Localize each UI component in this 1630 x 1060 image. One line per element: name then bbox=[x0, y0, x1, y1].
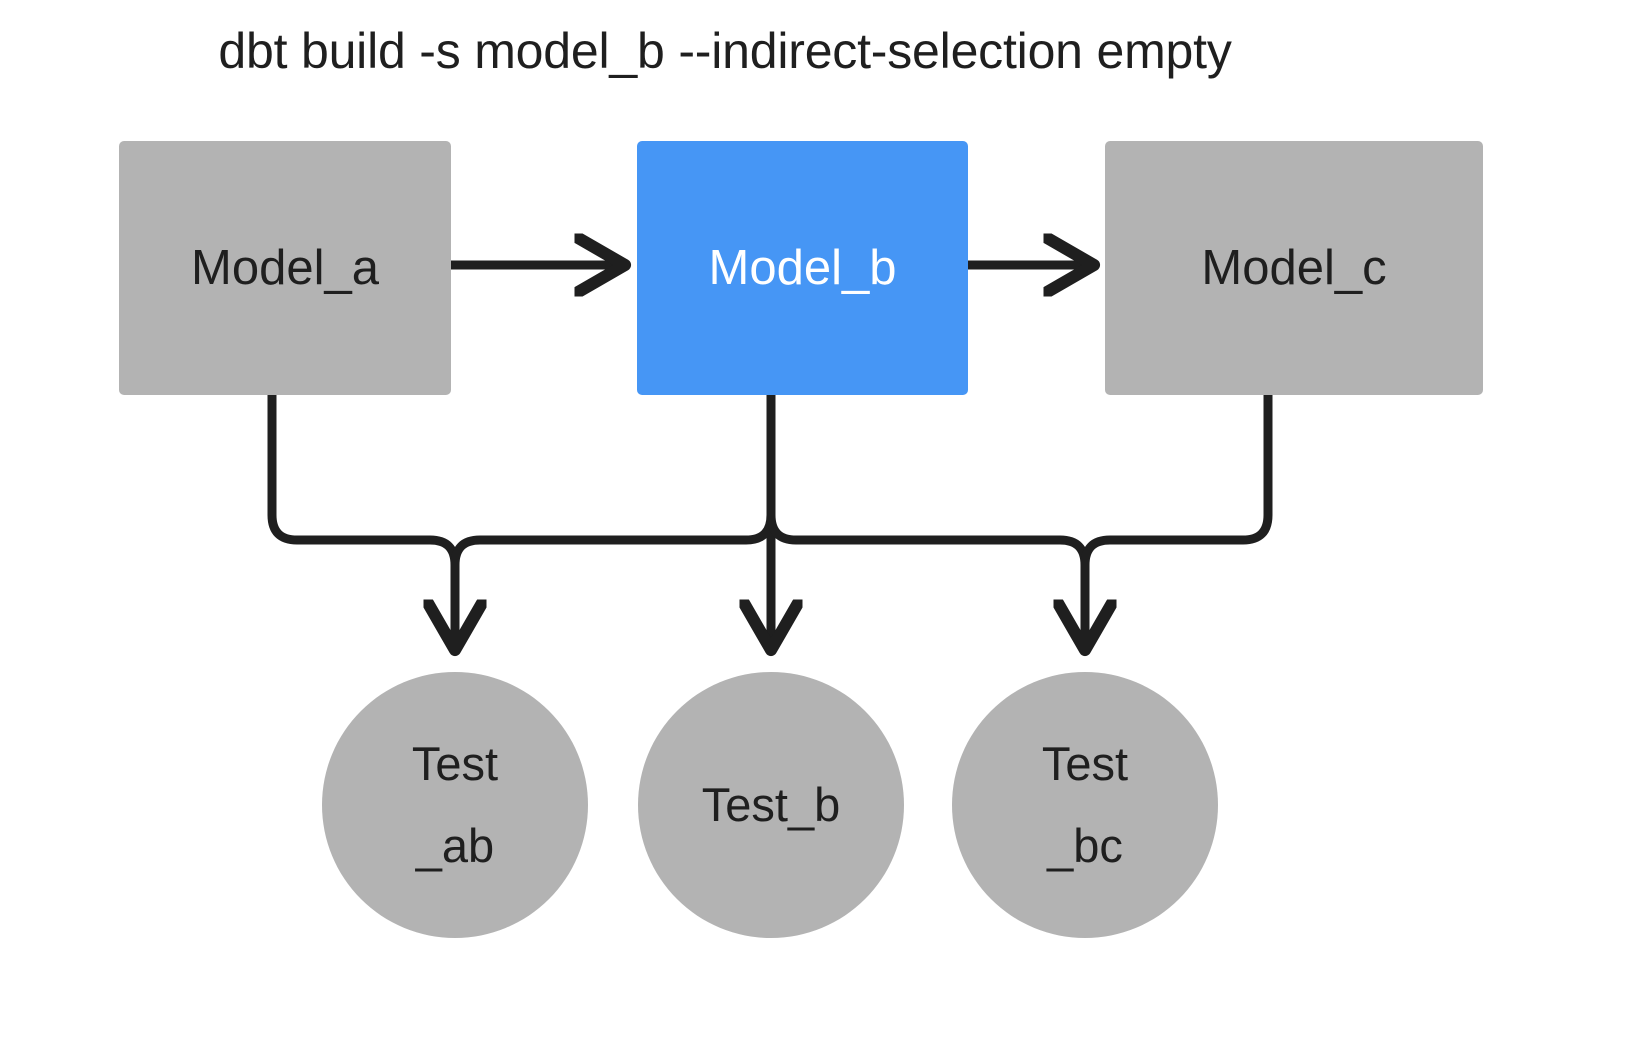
diagram-title: dbt build -s model_b --indirect-selectio… bbox=[218, 23, 1232, 79]
node-test-b[interactable]: Test_b bbox=[638, 672, 904, 938]
node-test-ab[interactable]: Test _ab bbox=[322, 672, 588, 938]
node-test-b-label-line1: Test_b bbox=[701, 777, 841, 831]
node-model-c[interactable]: Model_c bbox=[1105, 141, 1483, 395]
node-test-ab-label-line2: _ab bbox=[415, 819, 495, 872]
node-test-bc-label-line1: Test bbox=[1041, 736, 1129, 790]
node-test-ab-label-line1: Test bbox=[411, 736, 499, 790]
node-test-bc[interactable]: Test _bc bbox=[952, 672, 1218, 938]
node-model-a-label: Model_a bbox=[191, 241, 379, 295]
node-model-a[interactable]: Model_a bbox=[119, 141, 451, 395]
node-model-c-label: Model_c bbox=[1201, 241, 1387, 295]
node-model-b[interactable]: Model_b bbox=[637, 141, 968, 395]
node-test-bc-label-line2: _bc bbox=[1047, 819, 1123, 872]
edge-model-c-to-test-bc bbox=[1080, 390, 1273, 655]
edge-model-b-to-test-ab bbox=[450, 390, 776, 655]
node-model-b-label: Model_b bbox=[708, 241, 897, 295]
edge-model-a-to-test-ab bbox=[267, 390, 455, 650]
edge-model-b-to-test-bc bbox=[766, 390, 1085, 650]
